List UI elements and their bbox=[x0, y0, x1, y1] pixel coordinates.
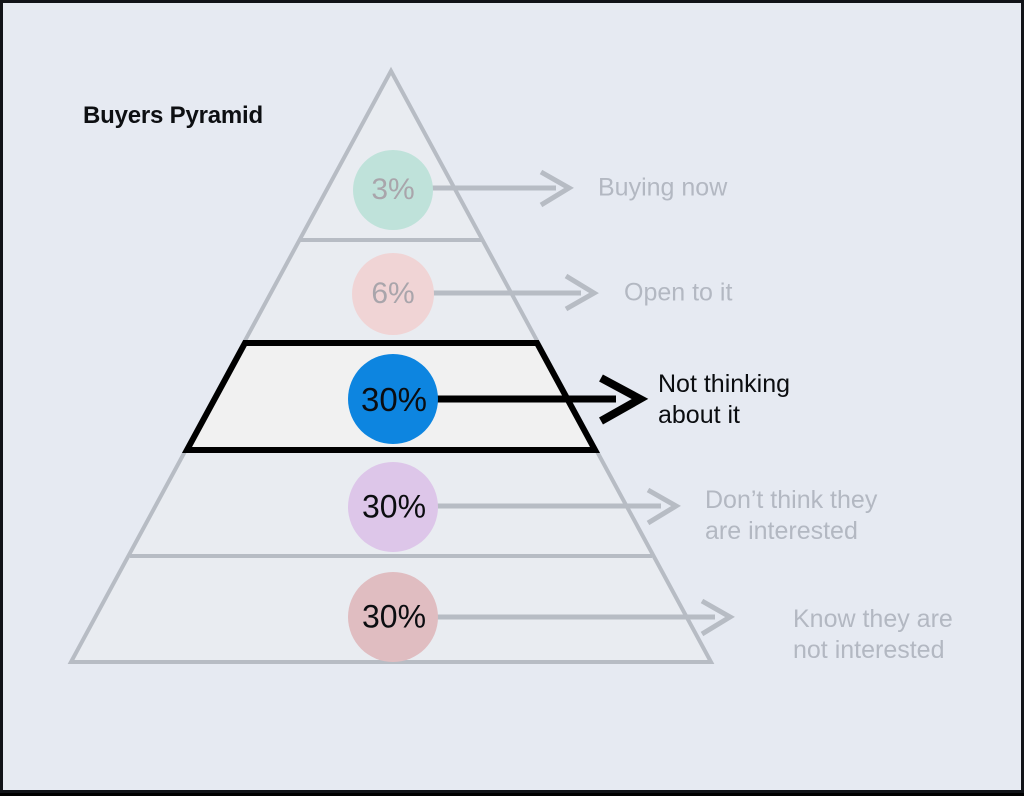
level-bubble-3[interactable] bbox=[348, 354, 438, 444]
level-label-1: Buying now bbox=[598, 173, 728, 202]
connector-arrow-2 bbox=[427, 273, 599, 312]
level-label-5: Know they are not interested bbox=[793, 605, 953, 664]
level-bubble-1[interactable] bbox=[353, 150, 433, 230]
page-title: Buyers Pyramid bbox=[83, 102, 263, 130]
level-value-3: 30% bbox=[360, 381, 428, 418]
connector-arrow-5 bbox=[427, 598, 735, 637]
connector-arrow-4 bbox=[427, 487, 681, 526]
level-bubble-4[interactable] bbox=[348, 462, 438, 552]
level-value-1: 3% bbox=[371, 173, 415, 206]
level-value-5: 30% bbox=[361, 598, 427, 635]
connector-arrow-3 bbox=[427, 374, 649, 425]
level-value-4: 30% bbox=[361, 488, 427, 525]
level-label-3: Not thinking about it bbox=[658, 370, 791, 429]
level-bubble-2[interactable] bbox=[352, 253, 434, 335]
level-bubble-5[interactable] bbox=[348, 572, 438, 662]
level-label-2: Open to it bbox=[624, 278, 733, 307]
page-title-text: Buyers Pyramid bbox=[83, 102, 263, 129]
level-label-4: Don’t think they are interested bbox=[705, 486, 878, 545]
buyers-pyramid-svg bbox=[67, 66, 735, 664]
level-value-2: 6% bbox=[371, 277, 415, 310]
